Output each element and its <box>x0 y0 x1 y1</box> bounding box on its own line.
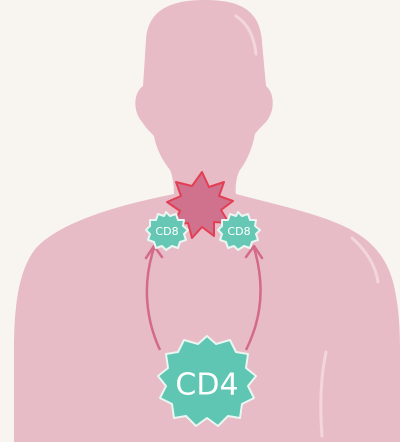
cd8-left-label: CD8 <box>155 225 178 238</box>
cd8-right-label: CD8 <box>227 225 250 238</box>
cd4-label: CD4 <box>175 368 238 403</box>
